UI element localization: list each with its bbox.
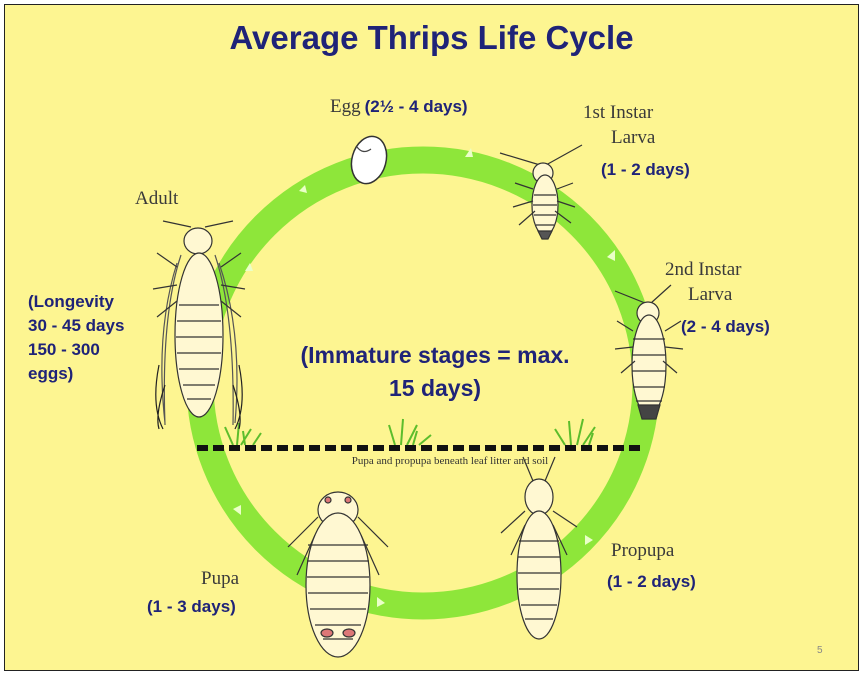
egg-label: Egg (2½ - 4 days) <box>330 95 468 119</box>
immature-stages-note-line2: 15 days) <box>245 372 625 405</box>
first-instar-name-line2: Larva <box>611 126 655 150</box>
immature-stages-note: (Immature stages = max. 15 days) <box>245 339 625 405</box>
adult-note-line2: 30 - 45 days <box>28 314 124 338</box>
immature-stages-note-line1: (Immature stages = max. <box>245 339 625 372</box>
pupa-duration: (1 - 3 days) <box>147 595 236 619</box>
adult-name: Adult <box>135 187 178 211</box>
page-number: 5 <box>817 645 823 656</box>
soil-caption: Pupa and propupa beneath leaf litter and… <box>255 455 645 467</box>
propupa-duration: (1 - 2 days) <box>607 570 696 594</box>
slide: Average Thrips Life Cycle Egg (2½ - 4 da… <box>4 4 859 671</box>
first-instar-duration: (1 - 2 days) <box>601 158 690 182</box>
first-instar-name-line1: 1st Instar <box>583 101 653 125</box>
egg-name: Egg <box>330 96 361 117</box>
egg-duration: (2½ - 4 days) <box>365 97 468 116</box>
second-instar-name-line2: Larva <box>688 283 732 307</box>
second-instar-duration: (2 - 4 days) <box>681 315 770 339</box>
adult-note-line1: (Longevity <box>28 290 114 314</box>
pupa-name: Pupa <box>201 567 239 591</box>
adult-note-line4: eggs) <box>28 362 73 386</box>
grass-tufts <box>225 419 595 445</box>
slide-title: Average Thrips Life Cycle <box>5 19 858 57</box>
second-instar-name-line1: 2nd Instar <box>665 258 742 282</box>
propupa-name: Propupa <box>611 539 674 563</box>
adult-note-line3: 150 - 300 <box>28 338 100 362</box>
